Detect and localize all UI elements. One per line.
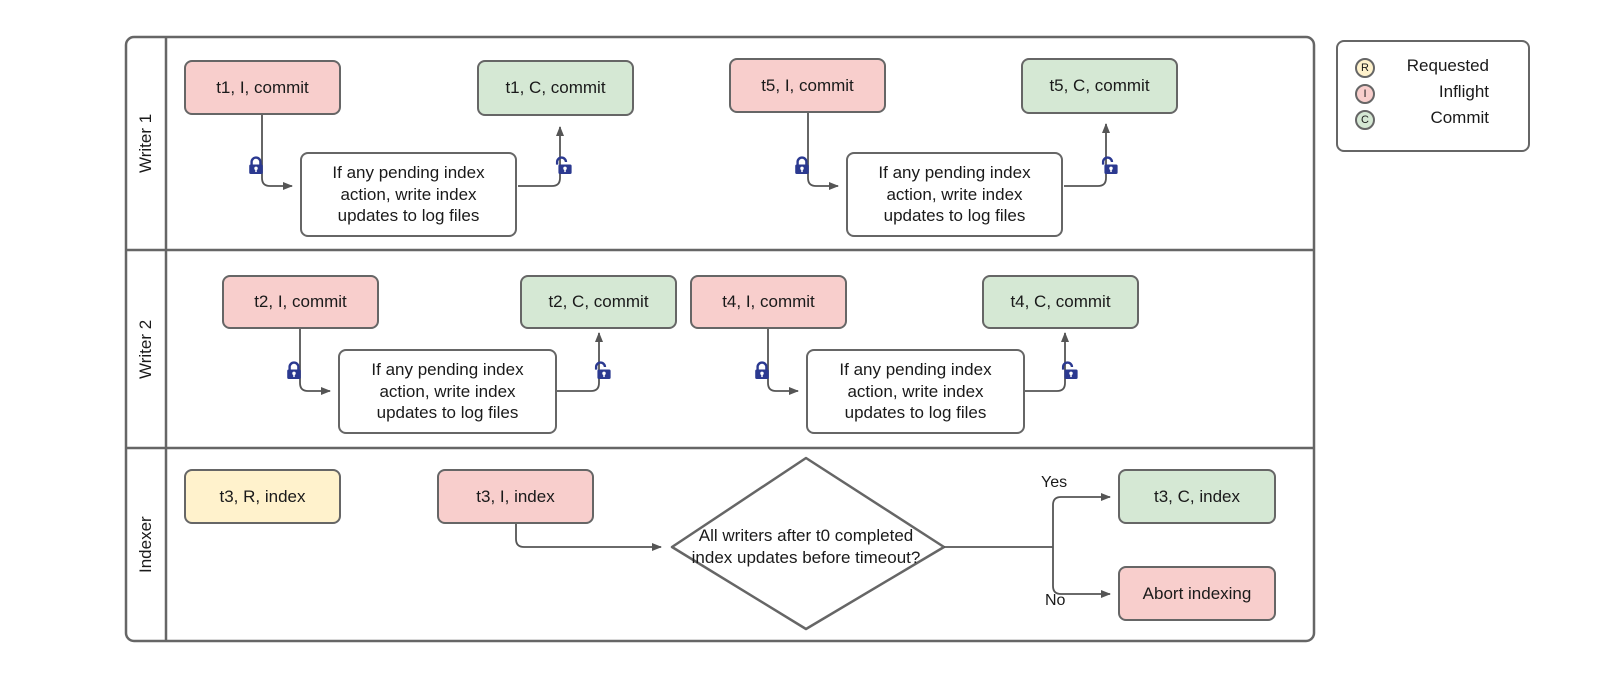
node-w2-t2-commit[interactable]: t2, C, commit <box>520 275 677 329</box>
edge-w1-proc-to-t5c <box>1064 123 1110 187</box>
node-w1-t5-inflight[interactable]: t5, I, commit <box>729 58 886 113</box>
node-ix-decision-label[interactable]: All writers after t0 completed index upd… <box>691 525 921 567</box>
node-w2-t2-inflight[interactable]: t2, I, commit <box>222 275 379 329</box>
edge-ix-t3i-to-decision <box>515 524 662 551</box>
legend-item-inflight: I <box>1355 84 1375 104</box>
legend-label-requested: Requested <box>1406 56 1489 75</box>
legend-label-inflight: Inflight <box>1438 82 1489 101</box>
node-w1-t1-inflight[interactable]: t1, I, commit <box>184 60 341 115</box>
node-w2-process-a[interactable]: If any pending index action, write index… <box>338 349 557 434</box>
node-w1-process-b[interactable]: If any pending index action, write index… <box>846 152 1063 237</box>
legend-badge-requested: R <box>1355 58 1375 78</box>
node-w2-t4-inflight[interactable]: t4, I, commit <box>690 275 847 329</box>
node-w1-process-a[interactable]: If any pending index action, write index… <box>300 152 517 237</box>
legend-item-requested: R <box>1355 58 1375 78</box>
lock-open-icon <box>1058 360 1080 382</box>
lock-open-icon <box>1098 155 1120 177</box>
edge-w2-t2i-to-proc <box>299 329 331 395</box>
node-ix-t3-commit[interactable]: t3, C, index <box>1118 469 1276 524</box>
edge-w1-t5i-to-proc <box>807 113 839 190</box>
lane-label-writer2: Writer 2 <box>126 250 166 448</box>
edge-w2-t4i-to-proc <box>767 329 799 395</box>
node-w1-t5-commit[interactable]: t5, C, commit <box>1021 58 1178 114</box>
lane-label-indexer: Indexer <box>126 448 166 641</box>
edge-w1-t1i-to-proc <box>261 115 293 190</box>
lock-closed-icon <box>751 360 773 382</box>
lock-open-icon <box>552 155 574 177</box>
lock-closed-icon <box>245 155 267 177</box>
lock-closed-icon <box>283 360 305 382</box>
edge-w2-proc-to-t2c <box>557 332 603 392</box>
lock-open-icon <box>591 360 613 382</box>
edge-label-no: No <box>1045 592 1066 609</box>
node-ix-abort[interactable]: Abort indexing <box>1118 566 1276 621</box>
node-w2-process-b[interactable]: If any pending index action, write index… <box>806 349 1025 434</box>
node-ix-t3-requested[interactable]: t3, R, index <box>184 469 341 524</box>
lane-label-writer1-text: Writer 1 <box>136 113 155 174</box>
edge-w2-proc-to-t4c <box>1024 332 1069 392</box>
decision-diamond-shape <box>670 456 946 631</box>
node-w1-t1-commit[interactable]: t1, C, commit <box>477 60 634 116</box>
legend-label-commit: Commit <box>1430 108 1489 127</box>
node-w2-t4-commit[interactable]: t4, C, commit <box>982 275 1139 329</box>
edge-w1-proc-to-t1c <box>518 126 564 187</box>
lane-label-indexer-text: Indexer <box>136 516 155 573</box>
lane-label-writer1: Writer 1 <box>126 37 166 250</box>
node-ix-t3-inflight[interactable]: t3, I, index <box>437 469 594 524</box>
lane-label-writer2-text: Writer 2 <box>136 319 155 379</box>
legend-item-commit: C <box>1355 110 1375 130</box>
legend-badge-inflight: I <box>1355 84 1375 104</box>
edge-decision-split <box>944 493 1111 598</box>
legend-badge-commit: C <box>1355 110 1375 130</box>
lock-closed-icon <box>791 155 813 177</box>
edge-label-yes: Yes <box>1041 474 1068 491</box>
